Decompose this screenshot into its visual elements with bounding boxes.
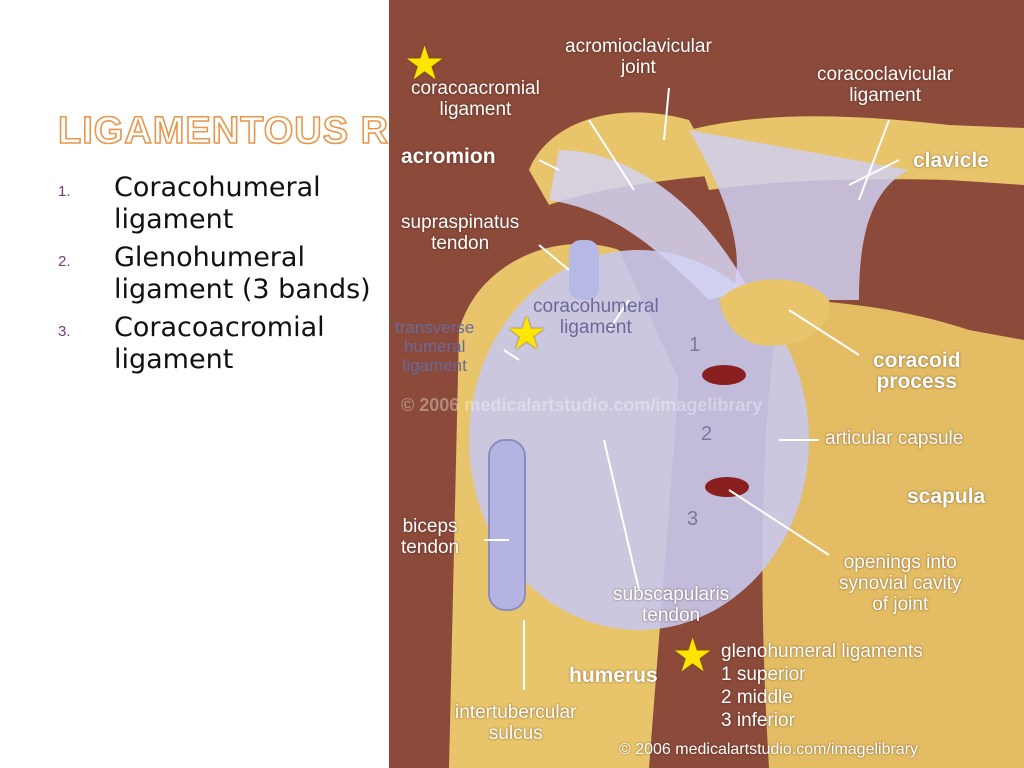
synovial-opening [705,477,749,497]
list-number: 1. [58,183,71,200]
list-item: 1. Coracohumeral ligament [58,172,378,236]
articular-capsule [469,250,809,630]
star-icon: ★ [506,306,548,360]
ligament-list: 1. Coracohumeral ligament 2. Glenohumeral … [58,172,378,382]
coracoacromial-ligament [549,150,749,300]
supraspinatus-tendon [569,240,599,300]
label-scapula: scapula [907,485,986,508]
coracoid-process [719,279,830,346]
list-item: 3. Coracoacromial ligament [58,312,378,376]
label-acromion: acromion [401,145,496,168]
anatomy-drawing [449,87,1024,768]
marker-3: 3 [687,508,699,530]
star-icon: ★ [672,628,714,682]
star-icon: ★ [404,36,446,90]
scapula-bone [762,300,1024,768]
biceps-tendon [488,439,526,611]
label-humerus: humerus [569,664,658,687]
synovial-opening [702,365,746,385]
leader-lines [484,87,900,690]
label-articular-capsule: articular capsule [825,428,964,449]
marker-2: 2 [701,423,713,445]
copyright-text: © 2006 medicalartstudio.com/imagelibrary [619,741,919,758]
list-text: Coracohumeral ligament [114,172,321,235]
coracoclavicular-ligament [689,130,909,300]
label-clavicle: clavicle [913,149,989,172]
list-item: 2. Glenohumeral ligament (3 bands) [58,242,378,306]
list-number: 3. [58,323,71,340]
list-text: Glenohumeral ligament (3 bands) [114,242,371,305]
slide-title: LIGAMENTOUS REI [57,109,427,153]
marker-1: 1 [689,334,701,356]
watermark: © 2006 medicalartstudio.com/imagelibrary [401,395,763,415]
list-number: 2. [58,253,71,270]
list-text: Coracoacromial ligament [114,312,325,375]
